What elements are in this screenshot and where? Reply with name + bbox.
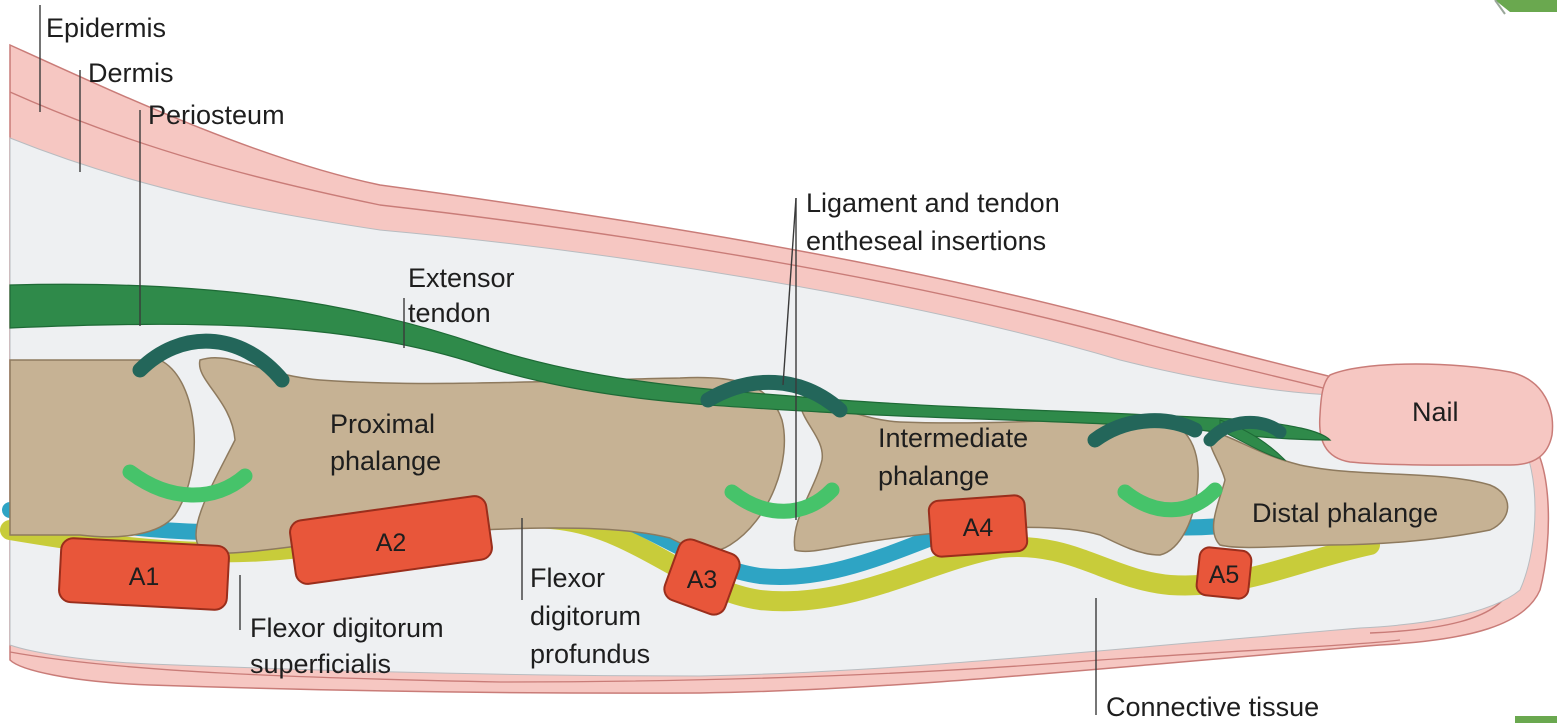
label-fds-line1: Flexor digitorum — [250, 613, 444, 643]
label-intermediate-line2: phalange — [878, 461, 989, 491]
label-fdp-line1: Flexor — [530, 563, 605, 593]
pulley-a4-label: A4 — [963, 514, 994, 542]
label-extensor-line2: tendon — [408, 298, 491, 328]
label-proximal-line1: Proximal — [330, 409, 435, 439]
label-dermis: Dermis — [88, 58, 174, 88]
label-ligament-line1: Ligament and tendon — [806, 188, 1060, 218]
label-proximal-line2: phalange — [330, 446, 441, 476]
metacarpal-bone — [10, 360, 194, 537]
label-nail: Nail — [1412, 397, 1459, 427]
corner-accent-top — [1495, 0, 1557, 14]
pulley-a5: A5 — [1196, 546, 1253, 599]
label-periosteum: Periosteum — [148, 100, 285, 130]
label-epidermis: Epidermis — [46, 13, 166, 43]
pulley-a1-label: A1 — [129, 563, 160, 591]
label-intermediate-line1: Intermediate — [878, 423, 1028, 453]
pulley-a4: A4 — [928, 495, 1028, 558]
pulley-a1: A1 — [58, 538, 229, 611]
label-extensor-line1: Extensor — [408, 263, 515, 293]
pulley-a3-label: A3 — [687, 566, 718, 594]
label-connective-tissue: Connective tissue — [1106, 692, 1319, 722]
label-fdp-line3: profundus — [530, 639, 650, 669]
pulley-a2-label: A2 — [376, 529, 407, 557]
pulley-a5-label: A5 — [1209, 561, 1240, 589]
label-fdp-line2: digitorum — [530, 601, 641, 631]
corner-accent-bottom — [1515, 716, 1557, 723]
label-fds-line2: superficialis — [250, 649, 391, 679]
label-distal: Distal phalange — [1252, 498, 1438, 528]
label-ligament-line2: entheseal insertions — [806, 226, 1046, 256]
